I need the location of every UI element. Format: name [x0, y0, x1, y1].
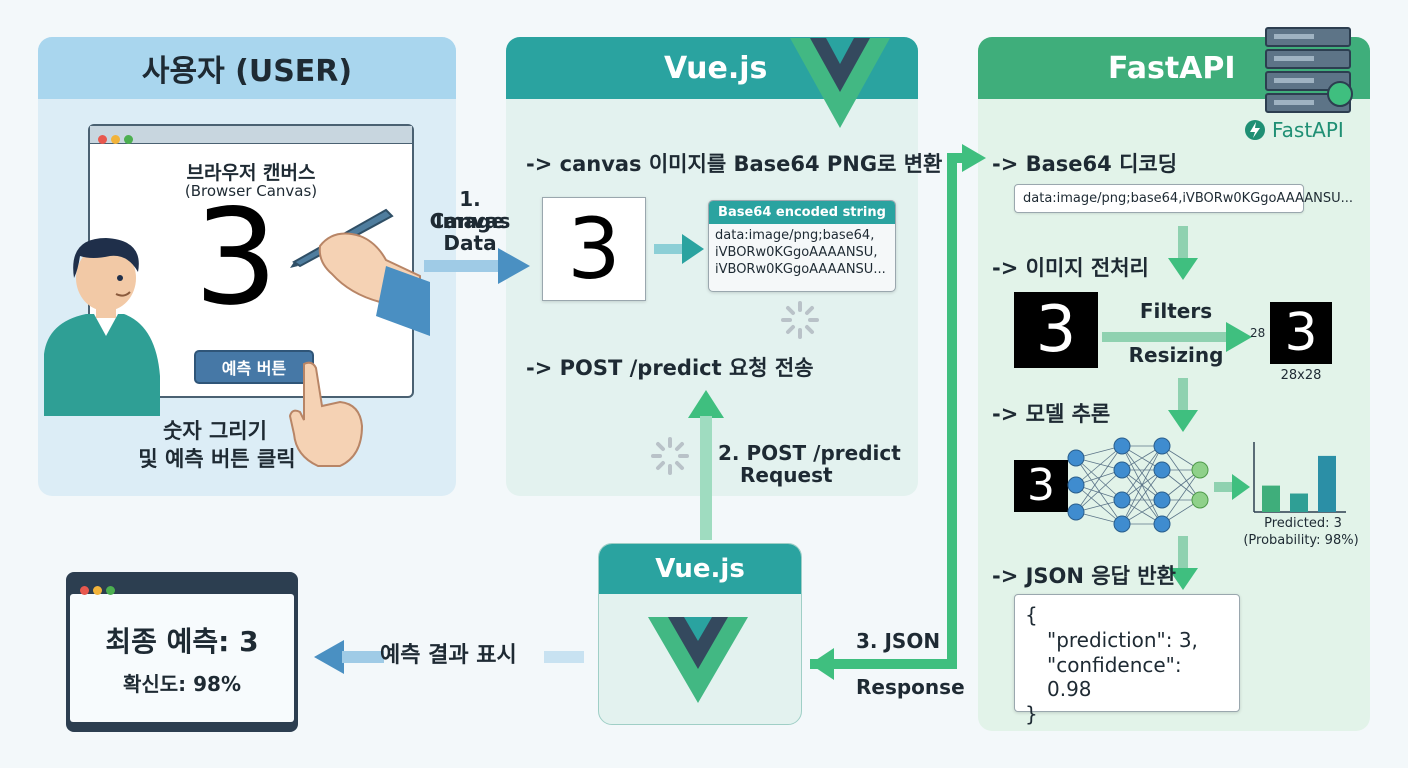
- arrow-post-request: [688, 390, 724, 540]
- fastapi-step-preprocess: -> 이미지 전처리: [992, 256, 1149, 280]
- raw-digit: 3: [1035, 293, 1077, 367]
- base64-line: data:image/png;base64,: [715, 228, 875, 243]
- base64-line: iVBORw0KGgoAAAANSU,: [715, 244, 878, 260]
- drawn-digit[interactable]: 3: [194, 181, 278, 335]
- raw-digit-image: 3: [1014, 292, 1098, 368]
- server-icon: [1265, 27, 1353, 113]
- fastapi-step-json: -> JSON 응답 반환: [992, 564, 1176, 588]
- fastapi-logo-text: FastAPI: [1272, 118, 1344, 142]
- close-dot-icon: [80, 586, 89, 595]
- probability-bar: [1290, 493, 1308, 512]
- minimize-dot-icon: [93, 586, 102, 595]
- user-person-illustration: [44, 238, 160, 416]
- arrow-display-result: [314, 640, 384, 674]
- minimize-dot-icon: [111, 135, 120, 144]
- fastapi-step-decode: -> Base64 디코딩: [992, 152, 1178, 176]
- arrow3-label-line2: Response: [856, 675, 965, 699]
- vue-logo-icon: [790, 38, 890, 128]
- user-caption-line2: 및 예측 버튼 클릭: [138, 447, 296, 471]
- pen-hand-illustration: [290, 208, 430, 336]
- down-arrow: [1168, 536, 1198, 590]
- arrow1-label-line1: 1. Canvas: [429, 187, 511, 234]
- user-panel-title: 사용자 (USER): [38, 37, 456, 99]
- json-line: }: [1025, 702, 1038, 727]
- predicted-line2: (Probability: 98%): [1243, 533, 1359, 548]
- arrow2-label-line2: Request: [740, 463, 833, 487]
- loading-spinner-icon: [781, 301, 819, 339]
- display-result-label: 예측 결과 표시: [380, 643, 517, 668]
- arrow-fastapi-connector: [810, 144, 986, 680]
- json-line: {: [1025, 603, 1038, 627]
- vue-step-convert: -> canvas 이미지를 Base64 PNG로 변환: [526, 152, 943, 176]
- arrow1-label-line3: Data: [443, 231, 497, 255]
- fastapi-logo: FastAPI: [1244, 118, 1344, 142]
- decode-string-box: data:image/png;base64,iVBORw0KGgoAAAANSU…: [1014, 184, 1353, 213]
- resized-digit-image: 3: [1270, 302, 1332, 364]
- size-label: 28x28: [1280, 368, 1322, 383]
- final-prediction: 최종 예측: 3: [105, 624, 259, 658]
- base64-line: iVBORw0KGgoAAAANSU...: [715, 261, 886, 277]
- vue-logo-icon: [648, 617, 748, 703]
- down-arrow: [1168, 226, 1198, 280]
- arrow-canvas-data: [424, 248, 530, 284]
- to-base64-arrow: [654, 234, 704, 264]
- json-line: "prediction": 3,: [1047, 627, 1198, 652]
- vue-digit-image: 3: [542, 197, 646, 301]
- canvas-subtitle: (Browser Canvas): [184, 182, 318, 200]
- size-small-label: 28: [1250, 326, 1266, 340]
- window-titlebar: [90, 126, 412, 144]
- input-digit: 3: [1027, 460, 1055, 511]
- down-arrow: [1168, 378, 1198, 432]
- vue-bottom-title: Vue.js: [599, 544, 801, 594]
- result-window-body: 최종 예측: 3 확신도: 98%: [70, 594, 294, 722]
- fastapi-step-infer: -> 모델 추론: [992, 402, 1111, 426]
- arrow2-label-line1: 2. POST /predict: [718, 441, 901, 465]
- vue-step-post: -> POST /predict 요청 전송: [526, 356, 814, 380]
- input-digit-image: 3: [1014, 460, 1068, 512]
- final-confidence: 확신도: 98%: [122, 671, 242, 696]
- loading-spinner-icon: [651, 437, 689, 475]
- base64-box: Base64 encoded string data:image/png;bas…: [708, 200, 896, 292]
- arrow3-label-line1: 3. JSON: [856, 629, 941, 653]
- filters-label: Filters: [1139, 299, 1213, 323]
- neural-network-diagram: [1067, 437, 1209, 533]
- pointing-hand-illustration: [288, 361, 364, 467]
- result-window-titlebar: [70, 576, 294, 595]
- resizing-label: Resizing: [1128, 343, 1224, 367]
- vue-digit: 3: [567, 200, 621, 298]
- arrow1-label-line2: Image: [435, 209, 505, 233]
- probability-bar: [1262, 485, 1280, 512]
- base64-header: Base64 encoded string: [709, 201, 895, 224]
- close-dot-icon: [98, 135, 107, 144]
- resized-digit: 3: [1284, 303, 1318, 363]
- arrow-display-tail: [544, 651, 584, 663]
- lightning-icon: [1245, 120, 1265, 140]
- to-chart-arrow: [1214, 474, 1250, 500]
- preprocess-arrow: [1102, 322, 1252, 352]
- result-window: 최종 예측: 3 확신도: 98%: [66, 572, 298, 732]
- json-response-box: { "prediction": 3, "confidence": 0.98 }: [1014, 594, 1240, 726]
- canvas-title: 브라우저 캔버스: [186, 162, 316, 184]
- maximize-dot-icon: [124, 135, 133, 144]
- json-line: "confidence": 0.98: [1047, 652, 1182, 702]
- probability-chart: [1253, 442, 1346, 513]
- user-caption-line1: 숫자 그리기: [163, 419, 267, 443]
- maximize-dot-icon: [106, 586, 115, 595]
- probability-bar: [1318, 455, 1336, 512]
- predicted-line1: Predicted: 3: [1264, 516, 1342, 531]
